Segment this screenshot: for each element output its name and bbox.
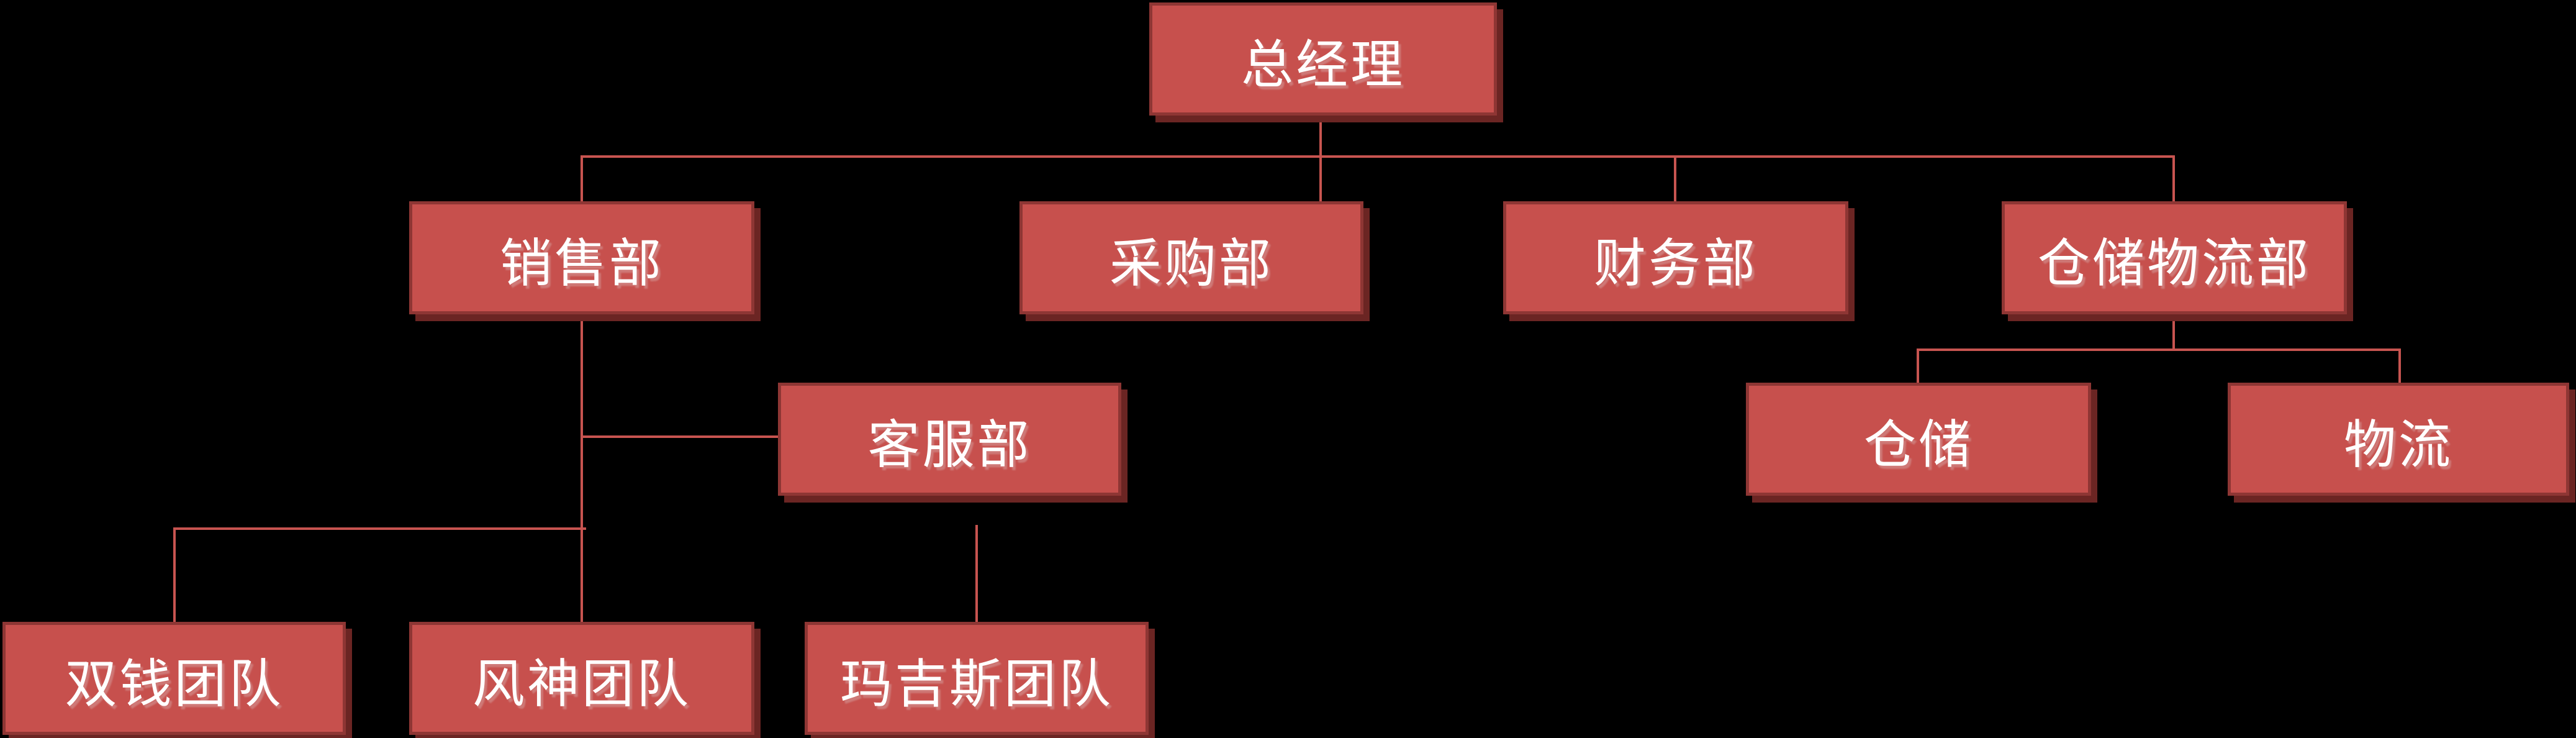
node-team-shuangqian-label: 双钱团队 bbox=[65, 655, 284, 713]
connector-level1-horizontal bbox=[581, 155, 2175, 158]
connector-drop-team-shuangqian bbox=[173, 527, 176, 623]
connector-teams-horizontal bbox=[173, 527, 586, 530]
node-warehouse-logistics-label: 仓储物流部 bbox=[2037, 234, 2311, 293]
connector-drop-warehouse bbox=[1917, 348, 1919, 385]
node-purchasing[interactable]: 采购部 bbox=[1019, 201, 1363, 314]
node-warehouse[interactable]: 仓储 bbox=[1746, 383, 2091, 496]
node-finance-label: 财务部 bbox=[1593, 234, 1758, 293]
node-warehouse-label: 仓储 bbox=[1863, 416, 1973, 474]
connector-sales-spine bbox=[581, 313, 583, 623]
connector-customer-service-to-team-majisi bbox=[975, 525, 978, 623]
node-ceo-label: 总经理 bbox=[1241, 35, 1405, 94]
node-sales-label: 销售部 bbox=[499, 234, 664, 293]
connector-drop-sales bbox=[581, 155, 583, 203]
node-team-fengshen-label: 风神团队 bbox=[472, 655, 691, 713]
connector-ceo-to-purchasing bbox=[1319, 116, 1322, 203]
node-team-majisi[interactable]: 玛吉斯团队 bbox=[805, 622, 1149, 735]
node-finance[interactable]: 财务部 bbox=[1503, 201, 1848, 314]
connector-warehouse-logistics-horizontal bbox=[1917, 348, 2401, 351]
node-warehouse-logistics[interactable]: 仓储物流部 bbox=[2002, 201, 2347, 314]
node-logistics-label: 物流 bbox=[2343, 416, 2453, 474]
connector-sales-to-customer-service bbox=[581, 435, 779, 438]
node-purchasing-label: 采购部 bbox=[1109, 234, 1273, 293]
node-customer-service-label: 客服部 bbox=[867, 416, 1032, 474]
node-ceo[interactable]: 总经理 bbox=[1149, 2, 1497, 116]
connector-drop-warehouse-logistics bbox=[2172, 155, 2175, 203]
connector-warehouse-logistics-down bbox=[2172, 314, 2175, 351]
connector-drop-finance bbox=[1674, 155, 1676, 203]
node-sales[interactable]: 销售部 bbox=[409, 201, 754, 314]
node-team-majisi-label: 玛吉斯团队 bbox=[839, 655, 1113, 713]
node-team-shuangqian[interactable]: 双钱团队 bbox=[2, 622, 346, 735]
connector-drop-logistics bbox=[2398, 348, 2401, 384]
node-logistics[interactable]: 物流 bbox=[2228, 383, 2569, 496]
node-team-fengshen[interactable]: 风神团队 bbox=[409, 622, 754, 735]
node-customer-service[interactable]: 客服部 bbox=[778, 383, 1121, 496]
